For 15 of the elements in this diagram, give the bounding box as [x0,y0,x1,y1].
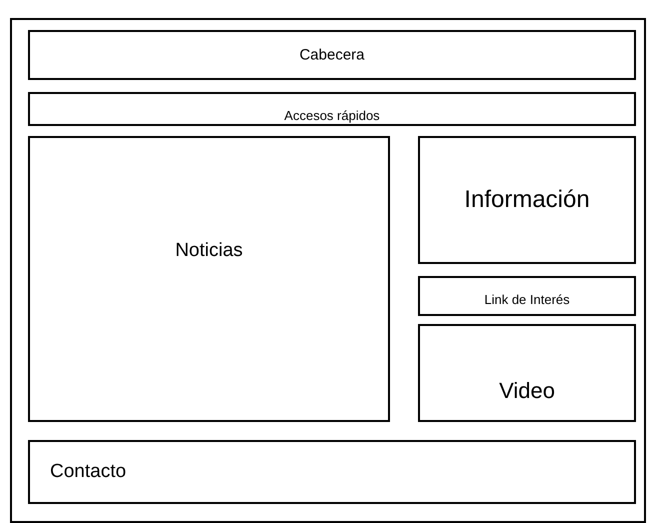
section-label: Contacto [50,461,126,483]
layout-section-box [28,440,636,504]
page-frame [10,18,646,523]
section-label: Información [464,186,590,214]
section-label: Link de Interés [484,292,570,307]
layout-section-box [28,30,636,80]
section-label: Video [499,378,555,404]
layout-section-box [28,92,636,126]
layout-section-box [418,276,636,316]
layout-section-box [418,324,636,422]
section-label: Accesos rápidos [284,108,380,123]
section-label: Noticias [175,240,243,262]
section-label: Cabecera [299,46,365,64]
layout-section-box [418,136,636,264]
layout-section-box [28,136,390,422]
